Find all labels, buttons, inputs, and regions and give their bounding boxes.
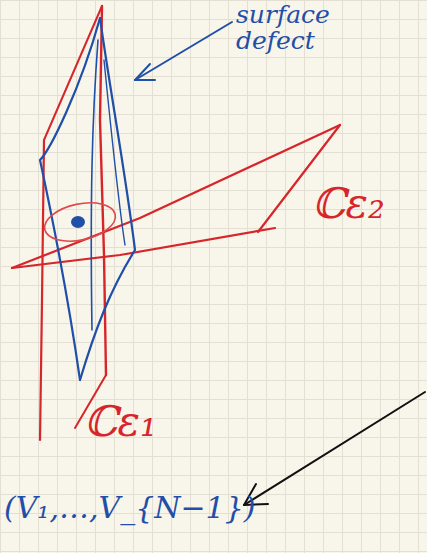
leader-arrow: [244, 392, 425, 505]
plane-edge: [40, 140, 44, 440]
plane-label: ℂε₁: [84, 400, 157, 444]
plane-edge: [12, 228, 275, 268]
plane-label: ℂε₂: [312, 182, 385, 226]
surface-defect: [91, 40, 98, 330]
linking-loop: [41, 197, 119, 247]
leader-arrow: [135, 22, 232, 80]
arrow-head: [135, 64, 155, 80]
defect-point: [71, 216, 85, 228]
surface-defect: [80, 18, 135, 380]
fugacity-label: (V₁,…,V_{N−1}): [4, 492, 255, 524]
surface-defect: [40, 18, 100, 380]
defect-label: surface defect: [236, 2, 406, 55]
plane-edge: [12, 125, 340, 268]
surface-defect: [104, 60, 125, 245]
